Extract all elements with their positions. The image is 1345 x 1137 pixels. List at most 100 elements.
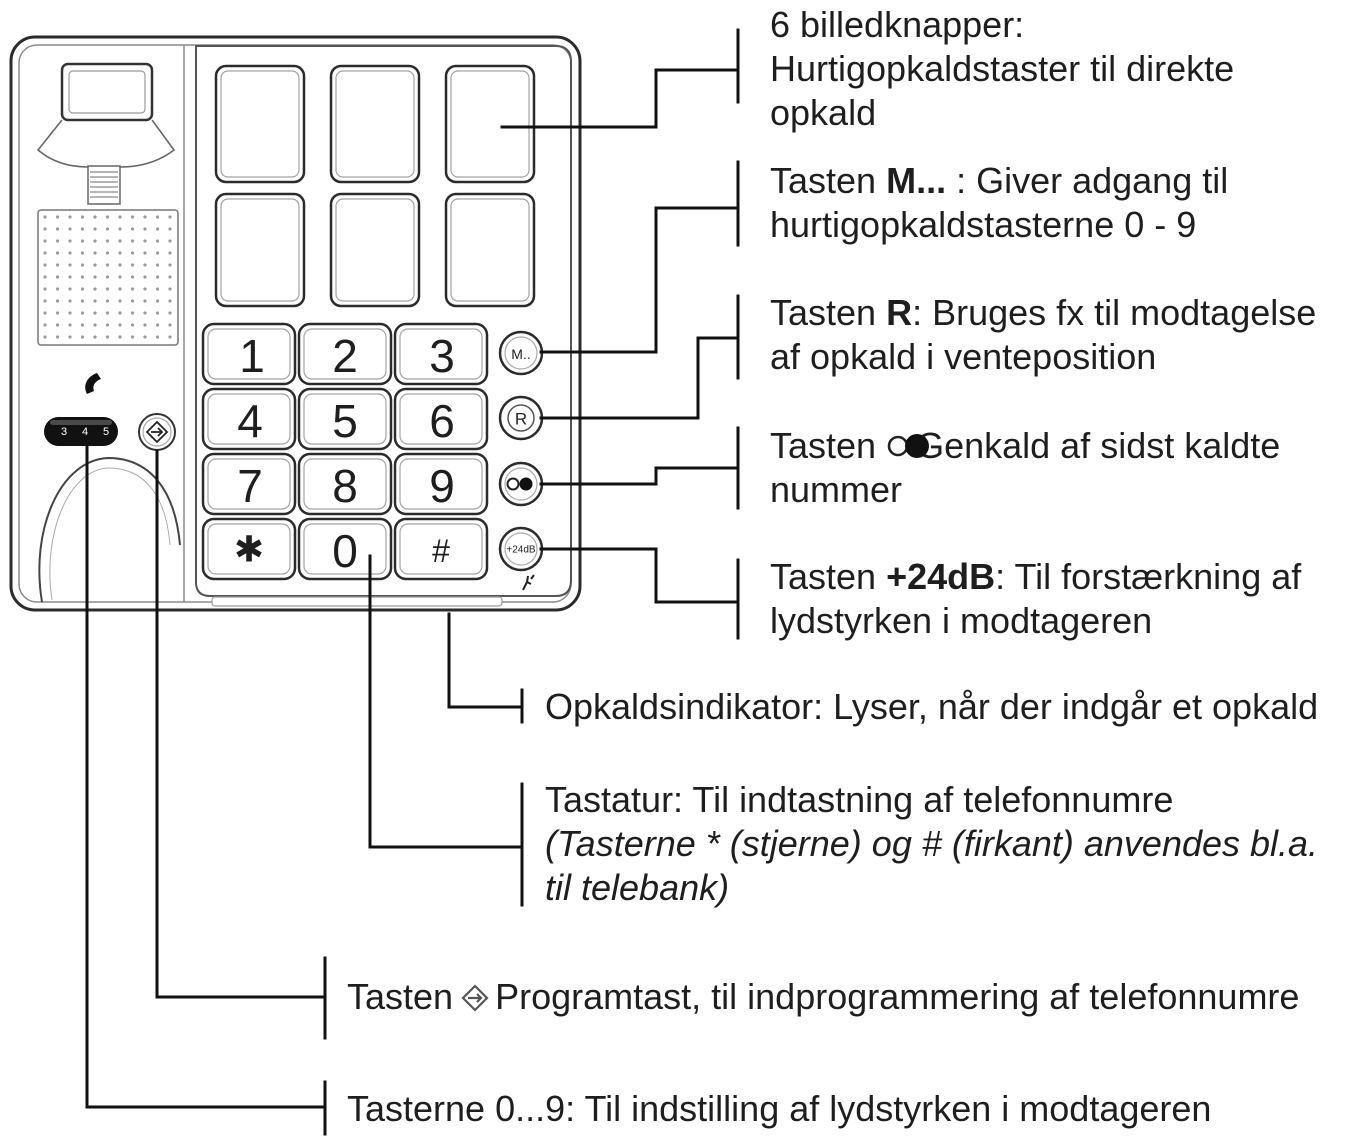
call-indicator-strip	[211, 596, 503, 607]
memory-key-text: hurtigopkaldstasterne 0 - 9	[770, 204, 1197, 245]
photo-button-face	[220, 70, 300, 178]
memory-key-prefix: Tasten	[770, 160, 887, 201]
keypad-note: (Tasterne * (stjerne) og # (firkant) anv…	[545, 823, 1319, 864]
cradle-top-box-inner	[68, 70, 146, 114]
key-outline	[201, 517, 297, 581]
key-7-label: 7	[237, 460, 263, 512]
r-key-text: af opkald i venteposition	[770, 336, 1157, 377]
key-5: 5	[297, 387, 393, 451]
annotation-line: til telebank)	[545, 866, 1318, 910]
earpiece-arc-inner	[49, 467, 171, 601]
key-0-label: 0	[332, 525, 358, 577]
key-outline	[201, 452, 297, 516]
key-8-label: 8	[332, 460, 358, 512]
key-face	[399, 328, 483, 380]
leader-keypad	[368, 554, 524, 849]
annotation-line: Tasterne 0...9: Til indstilling af lydst…	[347, 1087, 1211, 1131]
earpiece-arc	[38, 456, 181, 603]
keypad-note: til telebank)	[545, 867, 730, 908]
key-face	[207, 393, 291, 445]
key-face	[303, 328, 387, 380]
annotation-line: 6 billedknapper:	[770, 3, 1234, 47]
annotation-line: Opkaldsindikator: Lyser, når der indgår …	[545, 685, 1318, 729]
photo-button-outline	[214, 192, 306, 308]
bracket-bars	[323, 28, 740, 1136]
redial-icon	[506, 477, 533, 491]
key-outline	[297, 452, 393, 516]
photo-keys-text: opkald	[770, 92, 877, 133]
ring-indicator-icon	[522, 574, 535, 591]
key-star: ✱	[201, 517, 297, 581]
memory-button: M..	[498, 330, 544, 376]
leader-amplify-key	[539, 547, 740, 604]
amplify-key-name: +24dB	[886, 556, 996, 597]
annotation-r-key: Tasten R: Bruges fx til modtagelse af op…	[770, 291, 1316, 379]
amplify-key-text: : Til forstærkning af	[995, 556, 1302, 597]
key-outline	[393, 452, 489, 516]
keypad-text: Tastatur: Til indtastning af telefonnumr…	[545, 779, 1174, 820]
volume-level-3: 3	[61, 426, 67, 438]
leader-indicator	[447, 612, 524, 709]
keypad: 1 2 3 4 5 6 7	[201, 322, 489, 581]
r-key-prefix: Tasten	[770, 292, 887, 333]
memory-key-name: M...	[886, 160, 947, 201]
key-2: 2	[297, 322, 393, 386]
leader-lines	[85, 68, 740, 1109]
key-outline	[201, 322, 297, 386]
volume-level-4: 4	[82, 426, 88, 438]
leader-volume-keys	[85, 444, 327, 1109]
annotation-line: Tasten M... : Giver adgang til	[770, 159, 1228, 203]
keypad-panel	[195, 45, 572, 597]
annotation-line: Tastatur: Til indtastning af telefonnumr…	[545, 778, 1318, 822]
amplify-button-face	[504, 532, 538, 566]
key-5-label: 5	[332, 395, 358, 447]
redial-icon	[887, 434, 930, 458]
amplify-button-label: +24dB	[506, 545, 536, 556]
photo-button-outline	[214, 64, 306, 184]
leader-memory-key	[539, 206, 740, 354]
annotation-redial-key: Tasten Genkald af sidst kaldte nummer	[770, 424, 1280, 512]
key-outline	[393, 517, 489, 581]
memory-button-face	[504, 336, 538, 370]
cord-connector	[87, 165, 121, 205]
redial-icon-outline	[506, 477, 520, 491]
key-2-label: 2	[332, 330, 358, 382]
annotation-line: af opkald i venteposition	[770, 335, 1316, 379]
annotation-line: nummer	[770, 468, 1280, 512]
key-1: 1	[201, 322, 297, 386]
annotation-indicator: Opkaldsindikator: Lyser, når der indgår …	[545, 685, 1318, 729]
cradle-outline	[36, 119, 176, 168]
indicator-text: Opkaldsindikator: Lyser, når der indgår …	[545, 686, 1319, 727]
program-button-face	[142, 417, 172, 447]
key-star-label: ✱	[234, 530, 264, 571]
photo-button-outline	[444, 192, 536, 308]
cradle-top-box	[60, 62, 154, 122]
key-face	[399, 523, 483, 575]
connector-ridges	[90, 171, 118, 198]
photo-button-3	[444, 64, 536, 184]
key-hash: #	[393, 517, 489, 581]
annotation-line: Tasten Genkald af sidst kaldte	[770, 424, 1280, 468]
recall-button-label: R	[515, 410, 527, 429]
annotation-line: lydstyrken i modtageren	[770, 599, 1301, 643]
key-1-label: 1	[239, 330, 265, 382]
photo-button-face	[450, 70, 530, 178]
photo-button-face	[335, 198, 415, 302]
volume-slider: 3 4 5	[44, 417, 118, 446]
key-face	[207, 328, 291, 380]
r-key-name: R	[886, 292, 913, 333]
amplify-key-prefix: Tasten	[770, 556, 887, 597]
handset-cradle	[36, 62, 176, 168]
program-diamond-icon	[145, 420, 169, 444]
annotation-line: Hurtigopkaldstaster til direkte	[770, 47, 1234, 91]
annotation-line: Tasten +24dB: Til forstærkning af	[770, 555, 1301, 599]
photo-keys-title: 6 billedknapper:	[770, 4, 1025, 45]
key-outline	[297, 517, 393, 581]
amplify-key-text: lydstyrken i modtageren	[770, 600, 1153, 641]
key-3: 3	[393, 322, 489, 386]
photo-button-face	[450, 198, 530, 302]
program-key-text: Programtast, til indprogrammering af tel…	[495, 976, 1300, 1017]
leader-program-key	[155, 449, 327, 999]
annotation-line: hurtigopkaldstasterne 0 - 9	[770, 203, 1228, 247]
volume-slider-shine	[50, 420, 112, 425]
